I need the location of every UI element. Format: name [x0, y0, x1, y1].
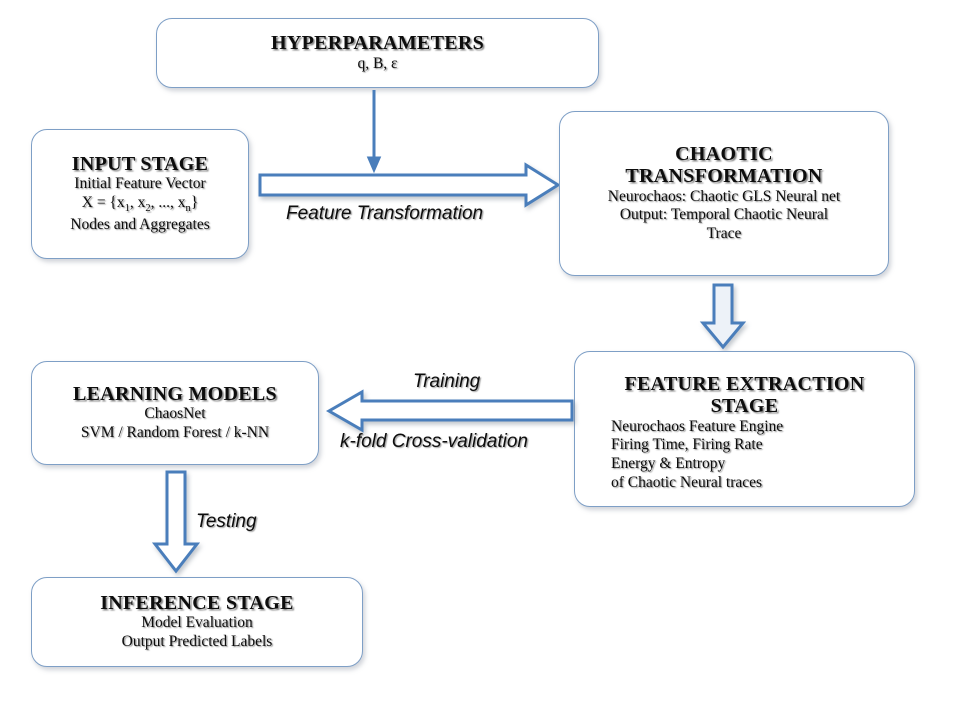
edge-label-testing: Testing [196, 511, 257, 532]
node-learning-models-line-2: SVM / Random Forest / k-NN [80, 424, 270, 442]
edge-label-feature-transformation: Feature Transformation [286, 203, 484, 224]
node-learning-models-line-1: ChaosNet [144, 405, 206, 423]
node-feature-extraction-line-2: Firing Time, Firing Rate [611, 436, 763, 454]
node-input-stage[interactable]: INPUT STAGE Initial Feature Vector X = {… [31, 129, 249, 259]
node-chaotic-transformation-line-1: Neurochaos: Chaotic GLS Neural net [607, 187, 841, 205]
node-learning-models-heading: LEARNING MODELS [73, 382, 277, 405]
node-feature-extraction-heading-line-2: STAGE [710, 395, 779, 418]
node-inference-stage-line-1: Model Evaluation [141, 614, 253, 632]
node-feature-extraction-heading-line-1: FEATURE EXTRACTION [624, 372, 865, 395]
edge-learning-to-inference-arrow [151, 470, 201, 574]
node-chaotic-transformation-line-3: Trace [706, 225, 742, 243]
node-hyperparameters-line-1: q, B, ε [357, 54, 398, 72]
node-feature-extraction-line-4: of Chaotic Neural traces [611, 474, 763, 492]
formula-sub-2: 2 [145, 203, 151, 215]
node-input-stage-formula: X = {x1, x2, ..., xn} [82, 194, 199, 216]
node-hyperparameters-heading: HYPERPARAMETERS [270, 32, 485, 55]
edge-input-to-chaotic-arrow [258, 162, 561, 208]
edge-label-training: Training [413, 371, 481, 392]
formula-sub-3: n [185, 203, 191, 215]
node-chaotic-transformation[interactable]: CHAOTIC TRANSFORMATION Neurochaos: Chaot… [559, 111, 889, 276]
formula-mid-1: , x [129, 194, 146, 212]
node-inference-stage-line-2: Output Predicted Labels [121, 633, 273, 651]
formula-suffix: } [190, 194, 199, 212]
node-input-stage-line-1: Initial Feature Vector [74, 175, 206, 193]
node-chaotic-transformation-heading-line-2: TRANSFORMATION [625, 165, 823, 188]
node-chaotic-transformation-line-2: Output: Temporal Chaotic Neural [619, 206, 829, 224]
node-feature-extraction[interactable]: FEATURE EXTRACTION STAGE Neurochaos Feat… [574, 351, 915, 507]
edge-hyper-to-transform [364, 90, 384, 174]
node-input-stage-line-2: Nodes and Aggregates [70, 216, 210, 234]
edge-extraction-to-learning-arrow [325, 389, 574, 433]
node-learning-models[interactable]: LEARNING MODELS ChaosNet SVM / Random Fo… [31, 361, 319, 465]
edge-label-k-fold-cross-validation: k-fold Cross-validation [340, 431, 528, 452]
edge-chaotic-to-extraction-arrow [699, 283, 747, 350]
formula-mid-2: , ..., x [150, 194, 186, 212]
node-chaotic-transformation-heading-line-1: CHAOTIC [675, 142, 773, 165]
node-input-stage-heading: INPUT STAGE [71, 152, 209, 175]
node-feature-extraction-line-3: Energy & Entropy [611, 455, 726, 473]
formula-prefix: X = {x [81, 194, 125, 212]
node-hyperparameters[interactable]: HYPERPARAMETERS q, B, ε [156, 18, 599, 88]
node-inference-stage[interactable]: INFERENCE STAGE Model Evaluation Output … [31, 577, 363, 667]
formula-sub-1: 1 [124, 203, 130, 215]
node-inference-stage-heading: INFERENCE STAGE [100, 591, 294, 614]
node-feature-extraction-line-1: Neurochaos Feature Engine [611, 417, 784, 435]
